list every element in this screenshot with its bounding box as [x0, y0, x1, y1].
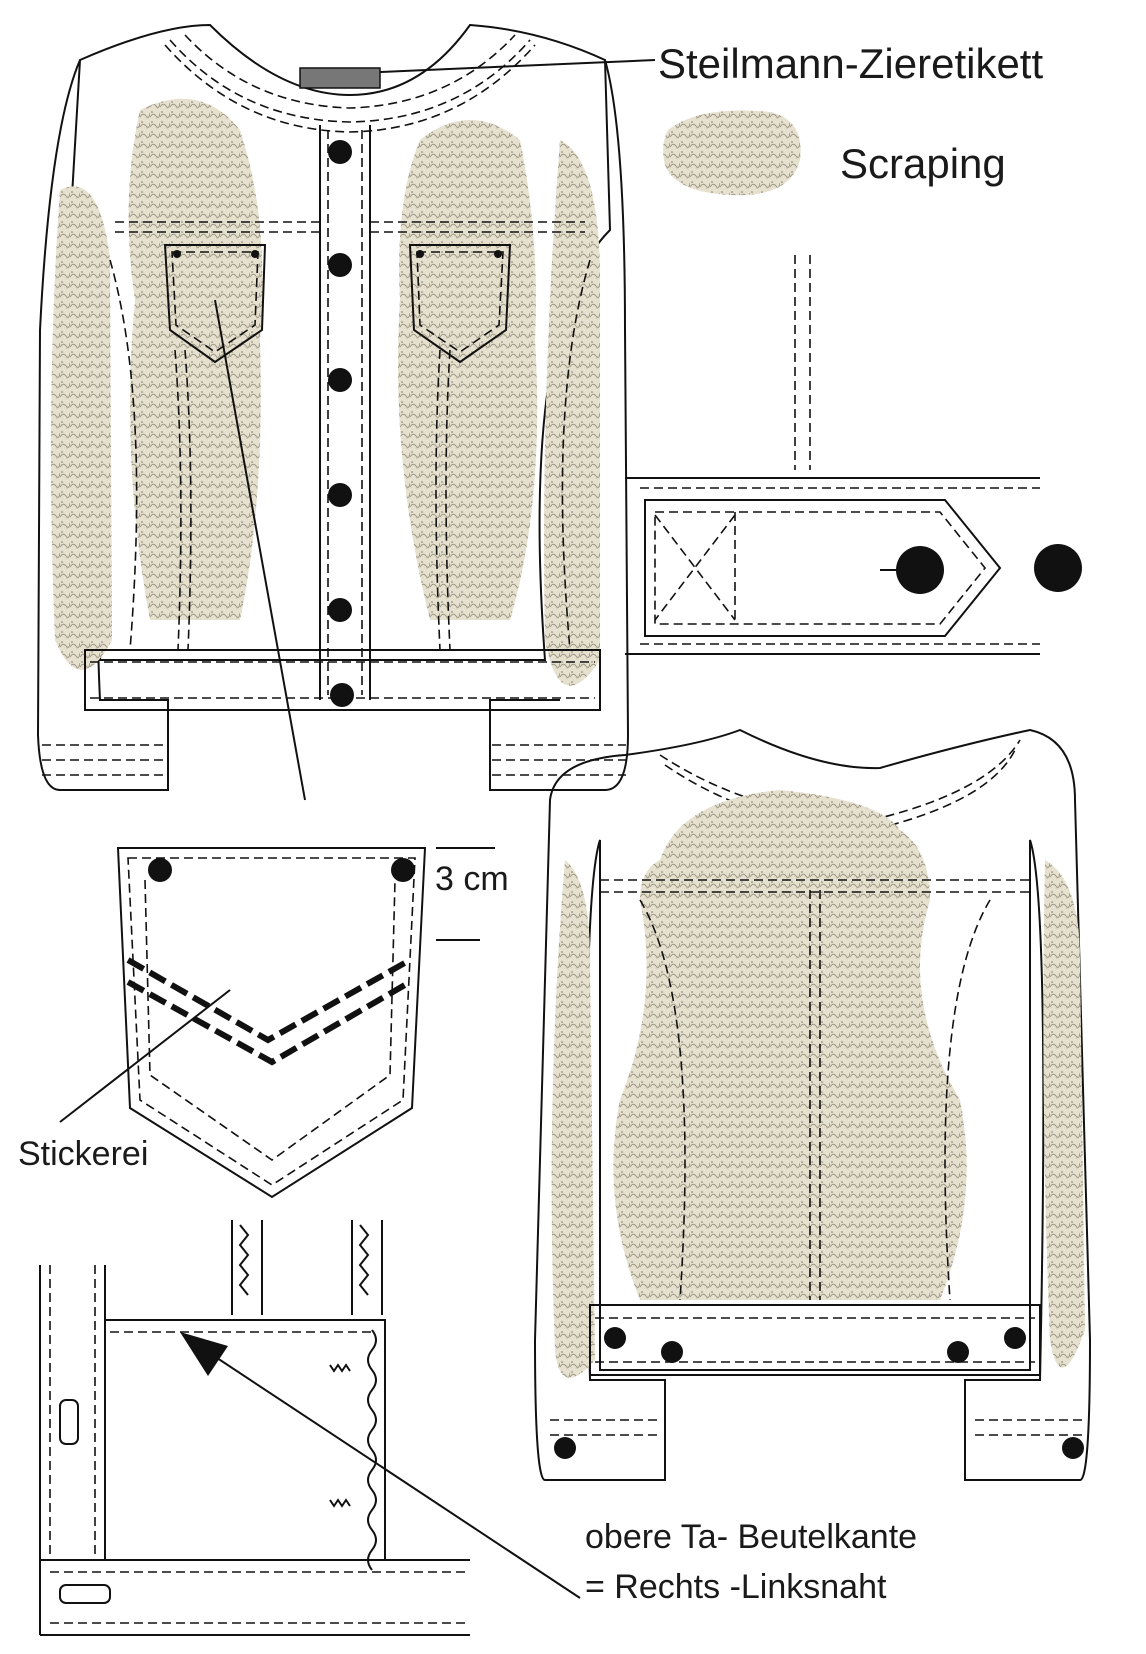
bag-edge-label-1: obere Ta- Beutelkante — [585, 1518, 918, 1556]
seam-detail — [39, 1220, 581, 1636]
zieretikett-label: Steilmann-Zieretikett — [658, 40, 1044, 87]
measure-label: 3 cm — [435, 860, 509, 898]
belt-tab-detail — [625, 255, 1082, 655]
front-view — [36, 23, 630, 791]
stickerei-label: Stickerei — [18, 1135, 149, 1173]
scraping-label: Scraping — [840, 140, 1006, 187]
pocket-detail — [59, 847, 495, 1199]
front-buttons — [328, 140, 354, 707]
scraping-swatch — [663, 110, 801, 196]
back-view — [533, 728, 1092, 1481]
bag-edge-label-2: = Rechts -Linksnaht — [585, 1568, 887, 1606]
label-tag — [299, 67, 381, 89]
